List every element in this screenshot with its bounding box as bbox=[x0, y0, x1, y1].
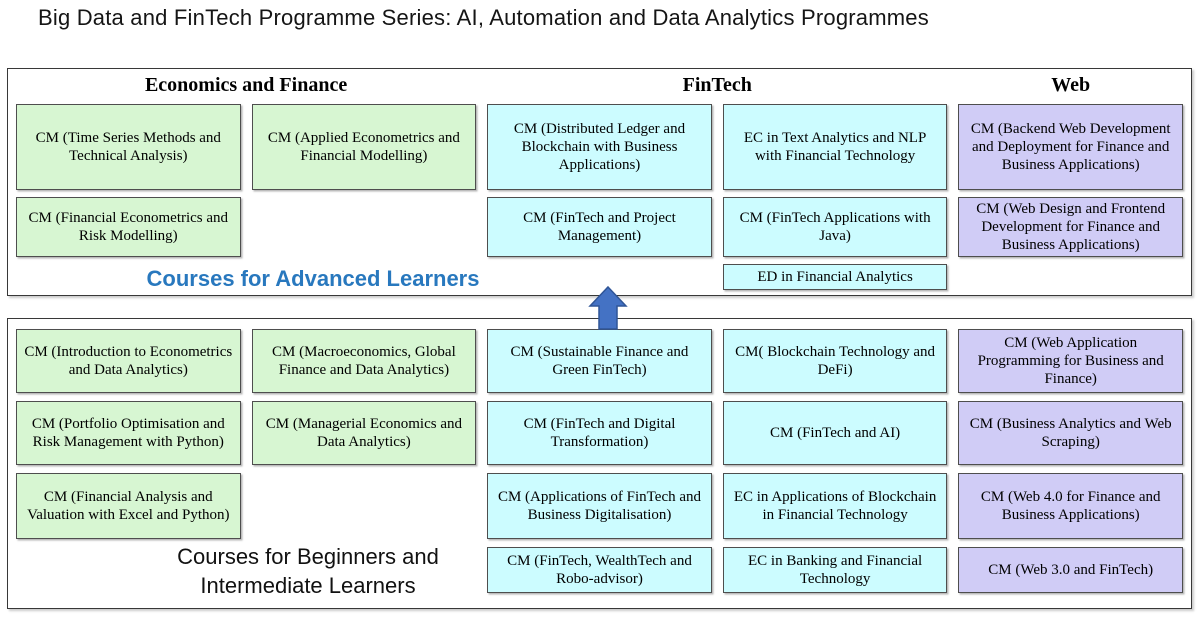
advanced-grid: Economics and Finance FinTech Web CM (Ti… bbox=[8, 69, 1191, 295]
course-box-beginner_section-4: CM (Web Application Programming for Busi… bbox=[958, 329, 1183, 393]
beginner-intermediate-section: CM (Introduction to Econometrics and Dat… bbox=[7, 318, 1192, 609]
course-box-beginner_section-13: CM (Web 4.0 for Finance and Business App… bbox=[958, 473, 1183, 539]
course-box-beginner_section-3: CM( Blockchain Technology and DeFi) bbox=[722, 329, 948, 393]
course-box-advanced_section-5: CM (Financial Econometrics and Risk Mode… bbox=[16, 197, 241, 257]
page-title: Big Data and FinTech Programme Series: A… bbox=[38, 5, 929, 30]
course-box-advanced_section-9: ED in Financial Analytics bbox=[722, 264, 948, 290]
course-box-beginner_section-8: CM (FinTech and AI) bbox=[722, 401, 948, 465]
course-box-beginner_section-1: CM (Macroeconomics, Global Finance and D… bbox=[251, 329, 477, 393]
beginner-grid: CM (Introduction to Econometrics and Dat… bbox=[8, 319, 1191, 608]
course-box-advanced_section-6: CM (FinTech and Project Management) bbox=[487, 197, 712, 257]
course-box-beginner_section-6: CM (Managerial Economics and Data Analyt… bbox=[251, 401, 477, 465]
course-box-beginner_section-9: CM (Business Analytics and Web Scraping) bbox=[958, 401, 1183, 465]
course-box-beginner_section-15: EC in Banking and Financial Technology bbox=[722, 547, 948, 593]
course-box-advanced_section-7: CM (FinTech Applications with Java) bbox=[722, 197, 948, 257]
beginner-intermediate-label: Courses for Beginners and Intermediate L… bbox=[177, 544, 439, 598]
course-box-beginner_section-2: CM (Sustainable Finance and Green FinTec… bbox=[487, 329, 712, 393]
course-box-advanced_section-2: CM (Distributed Ledger and Blockchain wi… bbox=[487, 104, 712, 190]
course-box-beginner_section-5: CM (Portfolio Optimisation and Risk Mana… bbox=[16, 401, 241, 465]
course-box-beginner_section-10: CM (Financial Analysis and Valuation wit… bbox=[16, 473, 241, 539]
course-box-advanced_section-1: CM (Applied Econometrics and Financial M… bbox=[251, 104, 477, 190]
column-header-economics-and-finance: Economics and Finance bbox=[144, 73, 348, 96]
course-box-beginner_section-11: CM (Applications of FinTech and Business… bbox=[487, 473, 712, 539]
course-box-beginner_section-16: CM (Web 3.0 and FinTech) bbox=[958, 547, 1183, 593]
course-box-beginner_section-14: CM (FinTech, WealthTech and Robo-advisor… bbox=[487, 547, 712, 593]
course-box-advanced_section-3: EC in Text Analytics and NLP with Financ… bbox=[722, 104, 948, 190]
advanced-learners-section: Economics and Finance FinTech Web CM (Ti… bbox=[7, 68, 1192, 296]
up-arrow-icon bbox=[588, 285, 628, 330]
column-header-web: Web bbox=[1051, 73, 1091, 96]
advanced-learners-label: Courses for Advanced Learners bbox=[146, 266, 480, 291]
course-box-beginner_section-12: EC in Applications of Blockchain in Fina… bbox=[722, 473, 948, 539]
course-box-beginner_section-7: CM (FinTech and Digital Transformation) bbox=[487, 401, 712, 465]
course-box-advanced_section-0: CM (Time Series Methods and Technical An… bbox=[16, 104, 241, 190]
course-box-beginner_section-0: CM (Introduction to Econometrics and Dat… bbox=[16, 329, 241, 393]
course-box-advanced_section-4: CM (Backend Web Development and Deployme… bbox=[958, 104, 1183, 190]
column-header-fintech: FinTech bbox=[682, 73, 752, 96]
course-box-advanced_section-8: CM (Web Design and Frontend Development … bbox=[958, 197, 1183, 257]
